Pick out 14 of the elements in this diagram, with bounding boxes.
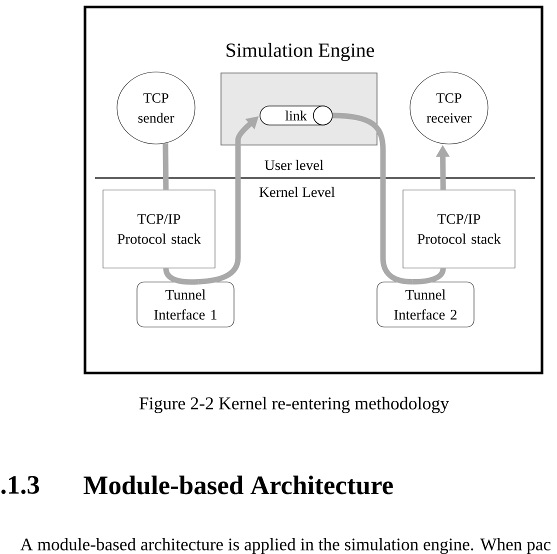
figure-caption: Figure 2-2 Kernel re-entering methodology bbox=[139, 396, 450, 414]
level-label: Kernel Level bbox=[259, 186, 335, 198]
process-box: TCP/IP Protocol stack bbox=[102, 190, 216, 268]
body-text: A module-based architecture is applied in the simulation engine. When pac bbox=[20, 538, 550, 554]
circle-node: TCP receiver bbox=[410, 72, 488, 144]
level-label: User level bbox=[264, 160, 324, 170]
rounded-box: Tunnel Interface 2 bbox=[376, 282, 474, 328]
circle-node: TCP sender bbox=[116, 72, 196, 144]
rounded-box: Tunnel Interface 1 bbox=[136, 282, 234, 328]
section-heading: Module-based Architecture bbox=[84, 476, 393, 494]
link-pill: link bbox=[260, 106, 333, 126]
process-box: TCP/IP Protocol stack bbox=[402, 190, 516, 268]
box-heading: Simulation Engine bbox=[226, 42, 374, 62]
section-number: .1.3 bbox=[1, 476, 40, 494]
